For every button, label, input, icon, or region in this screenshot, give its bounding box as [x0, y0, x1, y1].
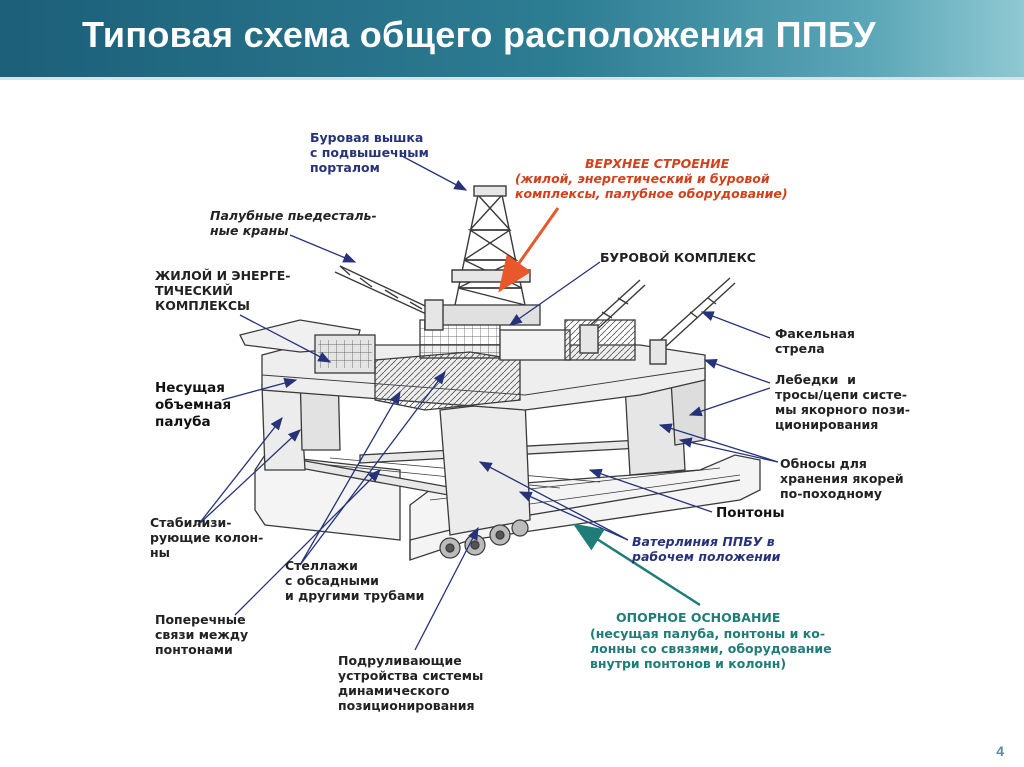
arrow-deck-cranes — [289, 234, 357, 263]
slide-header: Типовая схема общего расположения ППБУ — [0, 0, 1024, 80]
platform-drawing — [239, 185, 761, 561]
header-divider — [0, 77, 1024, 80]
label-support-base-title: ОПОРНОЕ ОСНОВАНИЕ — [616, 610, 781, 625]
arrow-pontoons — [588, 468, 713, 513]
slide-title: Типовая схема общего расположения ППБУ — [82, 14, 876, 55]
arrow-upper-structure — [498, 207, 560, 293]
label-living-energy: ЖИЛОЙ И ЭНЕРГЕ- ТИЧЕСКИЙ КОМПЛЕКСЫ — [155, 268, 291, 313]
label-anchor-bolsters: Обносы для хранения якорей по-походному — [780, 456, 904, 501]
label-bearing-deck: Несущая объемная палуба — [155, 380, 232, 430]
pointer-arrows — [197, 154, 779, 651]
arrow-support-base — [572, 523, 701, 607]
label-waterline: Ватерлиния ППБУ в рабочем положении — [632, 534, 781, 564]
label-thrusters: Подруливающие устройства системы динамич… — [338, 653, 484, 713]
column-left-front — [261, 384, 306, 471]
arrow-waterline-2 — [518, 491, 629, 541]
arrow-pipe-racks-2 — [299, 370, 446, 566]
label-cross-braces: Поперечные связи между понтонами — [155, 612, 249, 657]
label-derrick: Буровая вышка с подвышечным порталом — [310, 130, 429, 175]
arrow-bolsters-2 — [658, 423, 779, 463]
arrow-living-energy — [239, 314, 332, 363]
column-center — [439, 399, 531, 536]
arrow-flare-boom — [700, 311, 771, 339]
label-upper-structure-title: ВЕРХНЕЕ СТРОЕНИЕ — [585, 156, 730, 171]
arrow-winches-2 — [688, 387, 771, 417]
label-drilling-complex: БУРОВОЙ КОМПЛЕКС — [600, 250, 756, 265]
label-support-base-desc: (несущая палуба, понтоны и ко- лонны со … — [590, 626, 832, 671]
label-deck-cranes: Палубные пьедесталь- ные краны — [210, 208, 377, 238]
label-pipe-racks: Стеллажи с обсадными и другими трубами — [285, 558, 425, 603]
label-winches: Лебедки и тросы/цепи систе- мы якорного … — [775, 372, 911, 432]
label-stabilizing-columns: Стабилизи- рующие колон- ны — [150, 515, 264, 560]
arrow-derrick — [399, 154, 468, 191]
arrow-thrusters — [414, 526, 479, 651]
arrow-bearing-deck — [221, 378, 298, 401]
pipe-racks — [374, 351, 521, 411]
arrow-stab-col-2 — [197, 429, 301, 526]
derrick — [451, 185, 531, 306]
cranes — [334, 265, 736, 365]
arrow-drilling-complex — [508, 261, 601, 326]
arrow-bolsters-1 — [678, 437, 779, 463]
arrow-cross-braces — [234, 469, 381, 616]
label-upper-structure-desc: (жилой, энергетический и буровой комплек… — [515, 171, 788, 201]
label-flare-boom: Факельная стрела — [775, 326, 855, 356]
arrow-winches-1 — [703, 359, 771, 384]
arrow-stab-col-1 — [197, 416, 283, 526]
label-pontoons: Понтоны — [716, 505, 785, 521]
page-number: 4 — [996, 743, 1004, 759]
arrow-pipe-racks-1 — [299, 390, 401, 566]
